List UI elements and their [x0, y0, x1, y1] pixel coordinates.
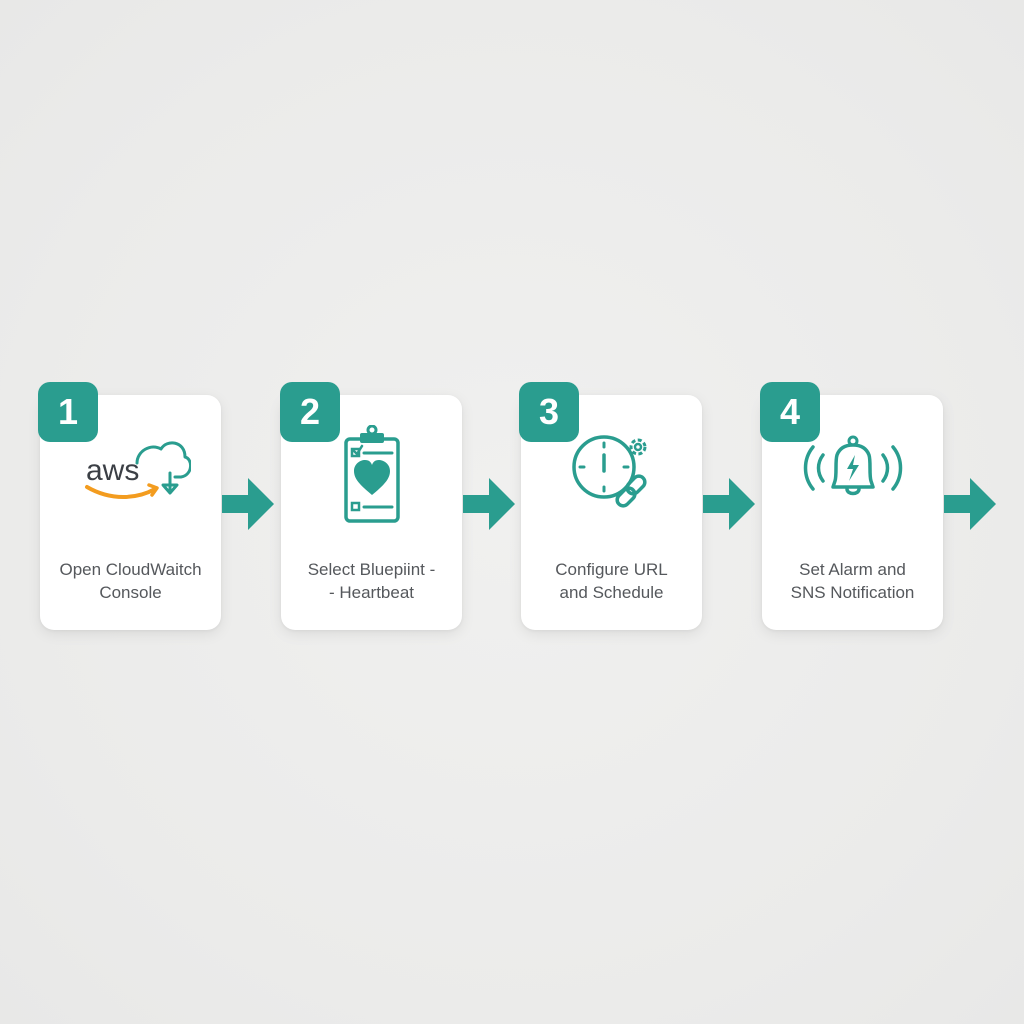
step-number-badge-2: 2: [280, 382, 340, 442]
step-label-1-line-1: Open CloudWaitch: [59, 560, 202, 579]
step-card-1: aws Open CloudWaitch Console: [40, 395, 221, 630]
arrow-right-icon: [703, 478, 755, 530]
step-number-badge-1: 1: [38, 382, 98, 442]
clock-gear-link-icon: [552, 425, 672, 525]
alarm-bell-icon: [793, 425, 913, 525]
step-label-3: Configure URL and Schedule: [527, 558, 696, 604]
arrow-right-icon: [463, 478, 515, 530]
step-label-4: Set Alarm and SNS Notification: [768, 558, 937, 604]
step-label-1: Open CloudWaitch Console: [46, 558, 215, 604]
clipboard-heart-icon: [312, 425, 432, 525]
arrow-right-icon: [222, 478, 274, 530]
step-number-badge-4: 4: [760, 382, 820, 442]
step-label-2-line-1: Select Bluepiint -: [307, 560, 436, 579]
arrow-right-icon: [944, 478, 996, 530]
aws-cloud-download-icon: aws: [71, 425, 191, 525]
step-label-2: Select Bluepiint - - Heartbeat: [287, 558, 456, 604]
step-label-4-line-1: Set Alarm and: [799, 560, 906, 579]
step-label-3-line-1: Configure URL: [555, 560, 668, 579]
step-label-1-line-2: Console: [99, 583, 162, 602]
step-label-4-line-2: SNS Notification: [790, 583, 915, 602]
svg-text:aws: aws: [86, 454, 139, 487]
step-label-3-line-2: and Schedule: [559, 583, 664, 602]
step-card-4: Set Alarm and SNS Notification: [762, 395, 943, 630]
step-label-2-line-2: - Heartbeat: [328, 583, 415, 602]
step-number-badge-3: 3: [519, 382, 579, 442]
